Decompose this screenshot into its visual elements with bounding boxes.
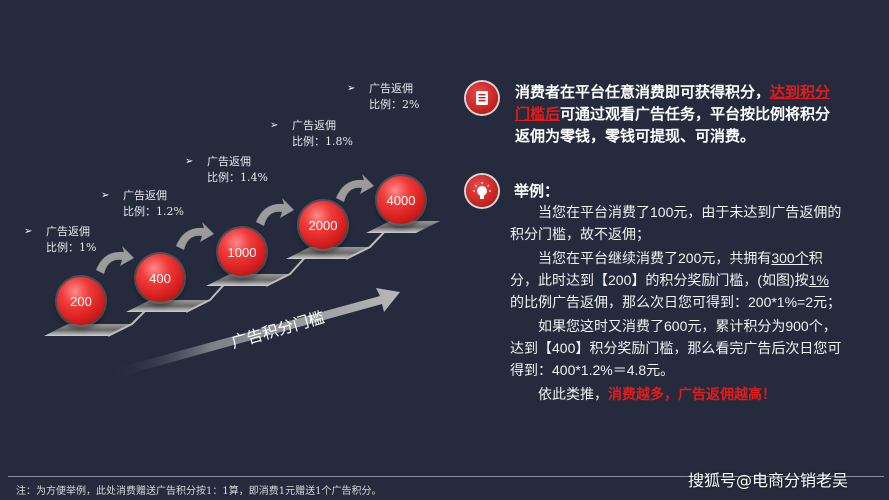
bullet-arrow-icon: ➢ [185, 156, 194, 167]
tier-label-3: ➢ 广告返佣 比例：1.4% [185, 155, 268, 184]
threshold-axis-arrow [110, 288, 400, 378]
bullet-arrow-icon: ➢ [270, 120, 279, 131]
example-paragraph-2: 当您在平台继续消费了200元，共拥有300个积分，此时达到【200】的积分奖励门… [510, 250, 842, 310]
footer-divider [8, 476, 884, 477]
example-paragraph-4: 依此类推，消费越多，广告返佣越高！ [538, 386, 776, 402]
staircase-graphic [44, 174, 440, 378]
threshold-ball-1000: 1000 [218, 228, 266, 276]
tier-label-1: ➢ 广告返佣 比例：1% [24, 225, 97, 254]
threshold-ball-4000: 4000 [377, 176, 425, 224]
tier-label-5: ➢ 广告返佣 比例：2% [347, 82, 420, 111]
watermark: 搜狐号@电商分销老吴 [688, 471, 849, 490]
bullet-arrow-icon: ➢ [101, 190, 110, 201]
bullet-arrow-icon: ➢ [347, 83, 356, 94]
threshold-ball-200: 200 [57, 277, 105, 325]
example-paragraph-3: 如果您这时又消费了600元，累计积分为900个，达到【400】积分奖励门槛，那么… [510, 318, 842, 378]
footnote: 注：为方便举例，此处消费赠送广告积分按1：1算，即消费1元赠送1个广告积分。 [16, 486, 382, 497]
tier-label-4: ➢ 广告返佣 比例：1.8% [270, 119, 353, 148]
lightbulb-icon [466, 175, 498, 207]
intro-highlight: 达到积分门槛后 [515, 83, 831, 123]
step-platforms [44, 221, 440, 337]
threshold-ball-2000: 2000 [299, 201, 347, 249]
threshold-ball-400: 400 [136, 254, 184, 302]
example-title: 举例： [514, 182, 560, 200]
example-body: 当您在平台消费了100元，由于未达到广告返佣的积分门槛，故不返佣； 当您在平台继… [510, 201, 842, 407]
tier-label-2: ➢ 广告返佣 比例：1.2% [101, 189, 184, 218]
example-paragraph-1: 当您在平台消费了100元，由于未达到广告返佣的积分门槛，故不返佣； [510, 204, 842, 242]
bullet-arrow-icon: ➢ [24, 226, 33, 237]
intro-text: 消费者在平台任意消费即可获得积分，达到积分门槛后可通过观看广告任务，平台按比例将… [515, 83, 831, 145]
document-icon [466, 82, 498, 114]
curved-arrows [96, 174, 374, 274]
